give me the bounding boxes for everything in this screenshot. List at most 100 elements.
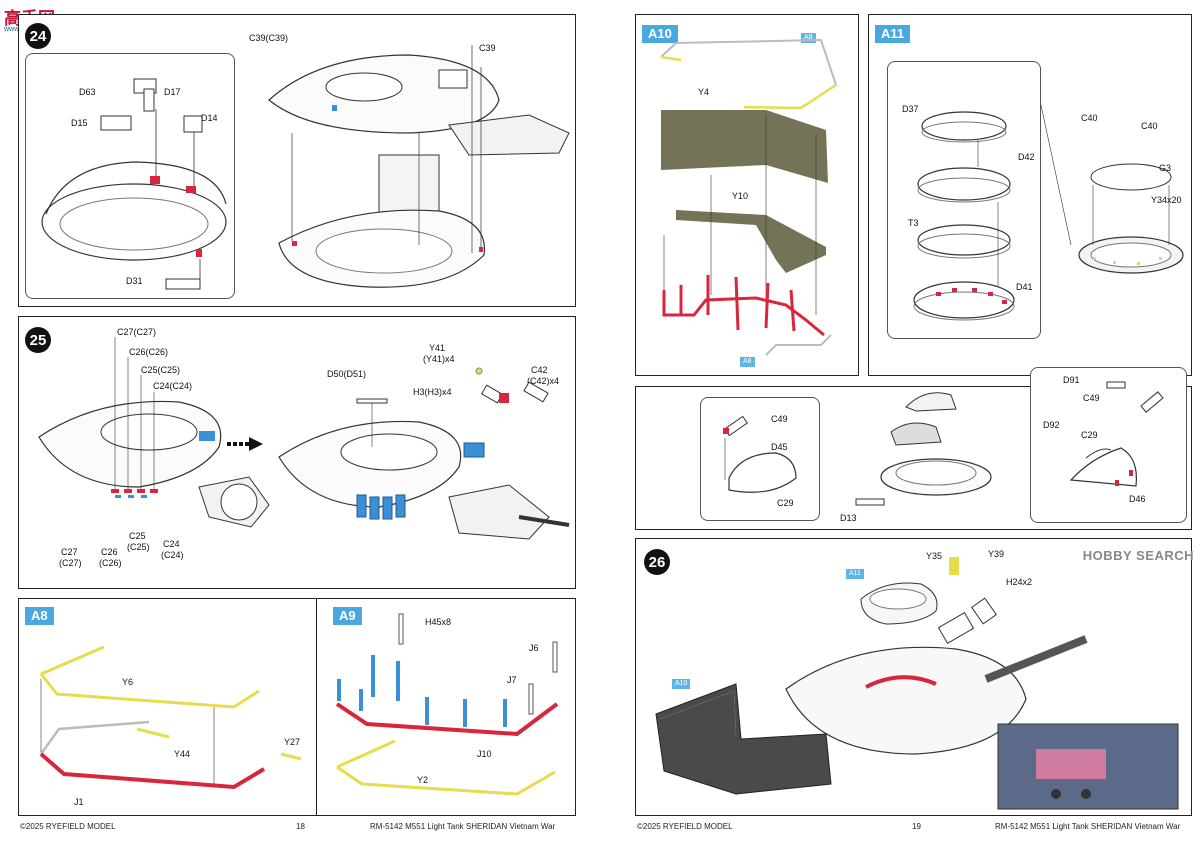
label-c40-right: C40 bbox=[1141, 121, 1158, 131]
label-d91: D91 bbox=[1063, 375, 1080, 385]
turret-assembly-drawing bbox=[268, 45, 570, 288]
a9-rails-drawing bbox=[335, 613, 559, 796]
label-c27-bottom: C27 bbox=[61, 547, 78, 557]
label-h3-x4: H3(H3)x4 bbox=[413, 387, 452, 397]
label-y41-x4: (Y41)x4 bbox=[423, 354, 455, 364]
hatch-right-drawing bbox=[1069, 381, 1164, 487]
label-y34-x20: Y34x20 bbox=[1151, 195, 1182, 205]
full-turret-assembly-drawing bbox=[655, 557, 1179, 810]
label-d14: D14 bbox=[201, 113, 218, 123]
label-c27-top: C27(C27) bbox=[117, 327, 157, 337]
label-d17: D17 bbox=[164, 87, 181, 97]
subassembly-a8-panel: A8 Y6 Y44 Y27 J1 bbox=[18, 598, 317, 816]
a10-tag: A10 bbox=[642, 25, 678, 43]
label-c25-bottom-paren: (C25) bbox=[127, 542, 150, 552]
arrow-right-icon bbox=[227, 437, 263, 451]
label-y6: Y6 bbox=[122, 677, 134, 687]
left-footer-title: RM-5142 M551 Light Tank SHERIDAN Vietnam… bbox=[370, 822, 556, 831]
mesh-screen-drawing bbox=[660, 38, 838, 356]
label-c26-bottom-paren: (C26) bbox=[99, 558, 122, 568]
label-j6: J6 bbox=[529, 643, 539, 653]
label-d42: D42 bbox=[1018, 152, 1035, 162]
left-page-number: 18 bbox=[296, 822, 305, 831]
label-g3: G3 bbox=[1159, 163, 1172, 173]
right-page-number: 19 bbox=[912, 822, 921, 831]
step-26-number: 26 bbox=[644, 549, 670, 575]
label-c39-c39: C39(C39) bbox=[249, 33, 289, 43]
a11-tag: A11 bbox=[875, 25, 911, 43]
label-d46: D46 bbox=[1129, 494, 1146, 504]
left-footer-copyright: ©2025 RYEFIELD MODEL bbox=[20, 822, 116, 831]
right-footer-copyright: ©2025 RYEFIELD MODEL bbox=[637, 822, 733, 831]
a11-reference-tag: A11 bbox=[846, 569, 864, 579]
a11-detail-box: D37 D42 T3 D41 bbox=[887, 61, 1041, 339]
label-y2: Y2 bbox=[417, 775, 429, 785]
a9-tag: A9 bbox=[333, 607, 362, 625]
label-d13: D13 bbox=[840, 513, 857, 523]
hatch-center-drawing bbox=[855, 392, 992, 506]
label-c42-x4: (C42)x4 bbox=[527, 376, 560, 386]
hatch-left-drawing bbox=[723, 415, 797, 493]
label-c39: C39 bbox=[479, 43, 496, 53]
label-j10: J10 bbox=[477, 749, 492, 759]
hobby-search-watermark: HOBBY SEARCH bbox=[1082, 548, 1194, 563]
label-c24-bottom-paren: (C24) bbox=[161, 550, 184, 560]
subassembly-a10-panel: A10 A8 Y4 Y10 A8 bbox=[635, 14, 859, 376]
label-c26-bottom: C26 bbox=[101, 547, 118, 557]
a11-assembled-drawing bbox=[1040, 104, 1184, 274]
label-j1: J1 bbox=[74, 797, 84, 807]
turret-after-drawing bbox=[278, 398, 570, 540]
label-y35: Y35 bbox=[926, 551, 943, 561]
label-c49-right: C49 bbox=[1083, 393, 1100, 403]
label-c42: C42 bbox=[531, 365, 548, 375]
label-c29-right: C29 bbox=[1081, 430, 1098, 440]
subassembly-a9-panel: A9 H45x8 J6 J7 J10 Y2 bbox=[316, 598, 576, 816]
hatch-detail-right-box: D91 C49 D92 C29 D46 bbox=[1030, 367, 1187, 523]
label-c25-bottom: C25 bbox=[129, 531, 146, 541]
hatch-detail-panel: C49 D45 C29 D13 D91 C49 D92 C29 D46 bbox=[635, 367, 1192, 530]
label-d45: D45 bbox=[771, 442, 788, 452]
label-y10: Y10 bbox=[732, 191, 749, 201]
step-24-subassembly-box: D63 D17 D15 D14 D31 bbox=[25, 53, 235, 299]
right-footer-title: RM-5142 M551 Light Tank SHERIDAN Vietnam… bbox=[995, 822, 1181, 831]
subassembly-a11-panel: A11 D37 D42 T3 D41 bbox=[868, 14, 1192, 376]
label-d50-d51: D50(D51) bbox=[327, 369, 367, 379]
a8-reference-tag-bottom: A8 bbox=[740, 357, 755, 367]
label-h45-x8: H45x8 bbox=[425, 617, 452, 627]
barrel-parts-drawing bbox=[475, 367, 549, 404]
hatch-rings-drawing bbox=[913, 111, 1015, 321]
turret-ring-drawing bbox=[41, 78, 227, 290]
step-24-number: 24 bbox=[25, 23, 51, 49]
label-c25-top: C25(C25) bbox=[141, 365, 181, 375]
label-c27-bottom-paren: (C27) bbox=[59, 558, 82, 568]
label-d37: D37 bbox=[902, 104, 919, 114]
a8-tag: A8 bbox=[25, 607, 54, 625]
label-d92: D92 bbox=[1043, 420, 1060, 430]
label-c24-bottom: C24 bbox=[163, 539, 180, 549]
label-y39: Y39 bbox=[988, 549, 1005, 559]
label-y4: Y4 bbox=[698, 87, 710, 97]
label-d15: D15 bbox=[71, 118, 88, 128]
label-y44: Y44 bbox=[174, 749, 191, 759]
label-j7: J7 bbox=[507, 675, 517, 685]
label-t3: T3 bbox=[908, 218, 919, 228]
a8-reference-tag-top: A8 bbox=[801, 33, 816, 43]
label-c49-left: C49 bbox=[771, 414, 788, 424]
a10-reference-tag: A10 bbox=[672, 679, 691, 689]
label-c40-left: C40 bbox=[1081, 113, 1098, 123]
step-26-panel: 26 A11 A10 Y35 Y39 H24x2 bbox=[635, 538, 1192, 816]
label-y27: Y27 bbox=[284, 737, 301, 747]
turret-before-drawing bbox=[38, 337, 270, 528]
step-25-panel: 25 C27(C27) C26(C26) C25(C25) bbox=[18, 316, 576, 589]
label-h24-x2: H24x2 bbox=[1006, 577, 1033, 587]
label-y41: Y41 bbox=[429, 343, 446, 353]
step-24-panel: 24 D63 D17 D15 D14 D31 bbox=[18, 14, 576, 307]
label-d63: D63 bbox=[79, 87, 96, 97]
label-d31: D31 bbox=[126, 276, 143, 286]
a8-rails-drawing bbox=[39, 645, 302, 790]
label-c29-left: C29 bbox=[777, 498, 794, 508]
label-c26-top: C26(C26) bbox=[129, 347, 169, 357]
label-d41: D41 bbox=[1016, 282, 1033, 292]
hatch-detail-left-box: C49 D45 C29 bbox=[700, 397, 820, 521]
label-c24-top: C24(C24) bbox=[153, 381, 193, 391]
